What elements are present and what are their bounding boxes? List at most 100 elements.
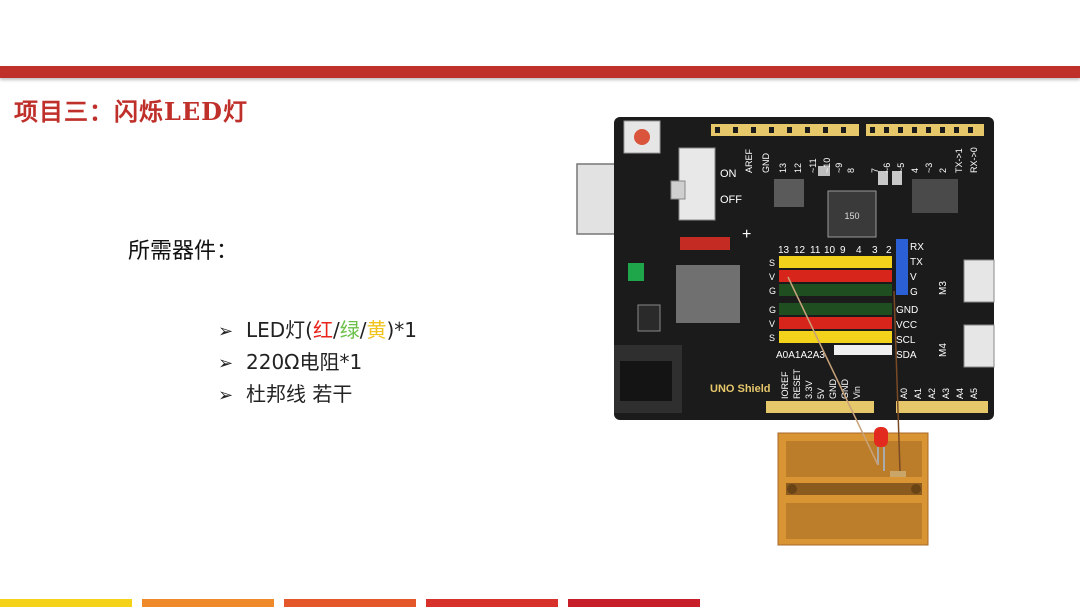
right-label: RX	[910, 242, 924, 253]
pin-number: 4	[856, 245, 862, 256]
pin-label: RX->0	[969, 147, 979, 173]
led-yellow-text: 黄	[366, 318, 387, 342]
power-led	[628, 263, 644, 281]
battery-connector	[680, 237, 730, 250]
row-label: V	[769, 272, 775, 282]
pin-label: 13	[778, 163, 788, 173]
power-pin-label: GND	[828, 379, 838, 400]
analog-row-label: A0A1A2A3	[776, 350, 825, 361]
pin-number: 9	[840, 245, 846, 256]
right-label: GND	[896, 305, 918, 316]
pin-label: GND	[761, 153, 771, 174]
vcc-row-2	[779, 317, 892, 329]
power-header	[766, 401, 874, 413]
row-label: S	[769, 258, 775, 268]
arrow-bullet-icon: ➢	[218, 385, 234, 406]
gnd-row-2	[779, 303, 892, 315]
footer-bar-red-orange	[284, 599, 416, 607]
pin-label: ~6	[882, 163, 892, 173]
analog-pin-label: A1	[913, 388, 923, 399]
power-pin-label: GND	[840, 379, 850, 400]
m3-label: M3	[938, 281, 949, 295]
m4-label: M4	[938, 343, 949, 357]
reset-button-cap	[634, 129, 650, 145]
header-bar	[0, 66, 1080, 78]
right-label: V	[910, 272, 917, 283]
pin-number: 13	[778, 245, 790, 256]
analog-pin-label: A5	[969, 388, 979, 399]
pin-number: 3	[872, 245, 878, 256]
led-red-text: 红	[312, 318, 333, 342]
row-label: G	[769, 305, 776, 315]
vcc-row	[779, 270, 892, 282]
power-pin-label: 5V	[816, 388, 826, 399]
right-label: TX	[910, 257, 923, 268]
pin-label: ~11	[808, 158, 818, 173]
wire	[787, 276, 879, 466]
row-label: G	[769, 286, 776, 296]
digital-header-left	[711, 124, 859, 136]
pin-label: 4	[910, 168, 920, 173]
analog-pin-label: A2	[927, 388, 937, 399]
white-row	[834, 345, 892, 355]
resistor-component	[890, 471, 906, 477]
pin-label: TX->1	[954, 148, 964, 173]
signal-row-2	[779, 331, 892, 343]
pin-label: 2	[938, 168, 948, 173]
m3-connector	[963, 259, 995, 303]
m4-connector	[963, 324, 995, 368]
pin-label: 7	[870, 168, 880, 173]
pin-label: ~9	[834, 163, 844, 173]
list-item-resistor: ➢ 220Ω电阻*1	[218, 346, 417, 378]
arrow-bullet-icon: ➢	[218, 321, 234, 342]
analog-pin-label: A3	[941, 388, 951, 399]
power-pin-label: 3.3V	[804, 380, 814, 399]
circuit-diagram: ON OFF + 150 A AREF GND 13 12 ~11 ~10 ~9…	[576, 117, 995, 546]
breadboard-channel	[786, 483, 922, 495]
pin-label: 8	[846, 168, 856, 173]
signal-row	[779, 256, 892, 268]
right-label: SCL	[896, 335, 916, 346]
right-label: VCC	[896, 320, 917, 331]
led-qty-text: )*1	[386, 318, 418, 342]
components-heading: 所需器件：	[128, 239, 239, 264]
led-text: LED灯(	[246, 318, 313, 342]
gnd-row	[779, 284, 892, 296]
uart-header	[896, 239, 908, 295]
dc-regulator	[676, 265, 740, 323]
slash-text: /	[332, 318, 340, 342]
list-item-wires: ➢ 杜邦线 若干	[218, 378, 417, 410]
wire	[893, 290, 901, 472]
led-green-text: 绿	[339, 318, 360, 342]
plus-label: +	[742, 226, 751, 243]
pin-label: 12	[793, 163, 803, 173]
chip	[774, 179, 804, 207]
power-pin-label: IOREF	[780, 371, 790, 399]
footer-bar-orange	[142, 599, 274, 607]
led-component	[874, 427, 888, 447]
component-list: ➢LED灯(红/绿/黄)*1 ➢220Ω电阻*1 ➢杜邦线 若干	[218, 314, 417, 410]
power-pin-label: RESET	[792, 368, 802, 399]
pin-number: 12	[794, 245, 806, 256]
footer-bar-yellow	[0, 599, 132, 607]
ic-chip	[912, 179, 958, 213]
pin-number: 11	[810, 245, 821, 256]
arrow-bullet-icon: ➢	[218, 353, 234, 374]
analog-pin-label: A0	[899, 388, 909, 399]
switch-off-label: OFF	[720, 194, 742, 206]
right-label: G	[910, 287, 918, 298]
digital-header-right	[866, 124, 984, 136]
analog-pin-label: A4	[955, 388, 965, 399]
row-label: S	[769, 333, 775, 343]
power-pin-label: Vin	[852, 386, 862, 399]
pin-label: ~10	[822, 158, 832, 173]
inductor	[827, 190, 877, 238]
resistor-text: 220Ω电阻*1	[246, 350, 363, 374]
switch-on-label: ON	[720, 168, 737, 180]
shield-name: UNO Shield	[710, 383, 771, 395]
wires-text: 杜邦线 若干	[246, 382, 353, 406]
pin-label: ~5	[896, 163, 906, 173]
pin-number: 10	[824, 245, 836, 256]
right-label: SDA	[896, 350, 917, 361]
footer-bar-crimson	[568, 599, 700, 607]
